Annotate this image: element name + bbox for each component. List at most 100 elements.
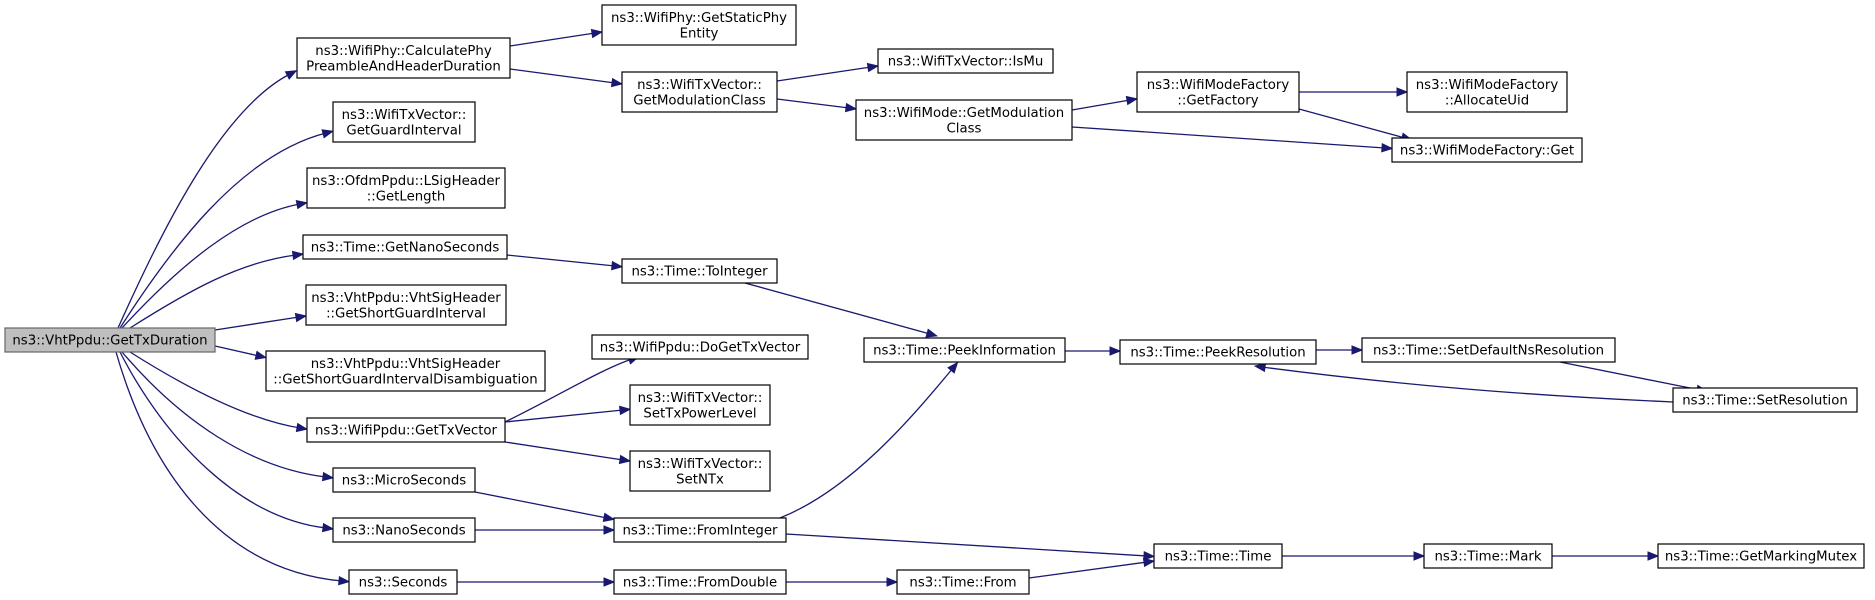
node-ns3-time-frominteger[interactable]: ns3::Time::FromInteger [613, 517, 787, 543]
node-ns3-wifimodefactory-getfactory[interactable]: ns3::WifiModeFactory::GetFactory [1136, 71, 1300, 113]
edge-ns3-vhtppdu-gettxduration-to-ns3-seconds [115, 351, 351, 586]
edge-arrowhead [611, 260, 624, 271]
edge-line [129, 351, 301, 429]
node-ns3-wifitxvector-getmodulationclass[interactable]: ns3::WifiTxVector::GetModulationClass [621, 71, 778, 113]
node-ns3-vhtppdu-gettxduration[interactable]: ns3::VhtPpdu::GetTxDuration [4, 327, 216, 353]
node-ns3-time-peekresolution[interactable]: ns3::Time::PeekResolution [1119, 339, 1317, 365]
edge-ns3-time-time-to-ns3-time-mark [1282, 551, 1426, 561]
node-label: ::GetFactory [1177, 93, 1258, 108]
edge-arrowhead [338, 575, 351, 586]
node-box [332, 467, 476, 493]
nodes-layer: ns3::VhtPpdu::GetTxDuration ns3::WifiPhy:… [4, 4, 1865, 595]
node-ns3-wifitxvector-ismu[interactable]: ns3::WifiTxVector::IsMu [877, 48, 1054, 74]
node-ns3-ofdmppdu-lsigheader-getlength[interactable]: ns3::OfdmPpdu::LSigHeader::GetLength [306, 167, 506, 209]
node-ns3-time-setdefaultnsresolution[interactable]: ns3::Time::SetDefaultNsResolution [1361, 337, 1616, 363]
edge-arrowhead [295, 422, 309, 433]
node-label: Class [947, 121, 982, 136]
node-ns3-time-setresolution[interactable]: ns3::Time::SetResolution [1672, 387, 1858, 413]
node-ns3-time-getmarkingmutex[interactable]: ns3::Time::GetMarkingMutex [1657, 543, 1865, 569]
edge-arrowhead [1647, 551, 1660, 561]
node-ns3-time-mark[interactable]: ns3::Time::Mark [1423, 543, 1553, 569]
node-ns3-time-time[interactable]: ns3::Time::Time [1153, 543, 1283, 569]
node-ns3-seconds[interactable]: ns3::Seconds [348, 569, 458, 595]
edge-arrowhead [619, 405, 632, 416]
node-label: ::GetShortGuardInterval [326, 306, 486, 321]
node-ns3-wifitxvector-getguardinterval[interactable]: ns3::WifiTxVector::GetGuardInterval [332, 101, 476, 143]
node-ns3-nanoseconds[interactable]: ns3::NanoSeconds [332, 517, 476, 543]
node-box [348, 569, 458, 595]
node-label: ns3::Time::GetMarkingMutex [1665, 550, 1857, 565]
node-ns3-time-tointeger[interactable]: ns3::Time::ToInteger [621, 258, 778, 284]
node-ns3-wifippdu-dogettxvector[interactable]: ns3::WifiPpdu::DoGetTxVector [591, 334, 809, 360]
node-label: ns3::WifiModeFactory::Get [1400, 144, 1574, 159]
edge-ns3-vhtppdu-gettxduration-to-ns3-wifitxvector-getguardinterval [119, 129, 335, 329]
edge-arrowhead [1413, 551, 1426, 561]
edge-ns3-nanoseconds-to-ns3-time-frominteger [475, 525, 616, 535]
node-ns3-time-getnanoseconds[interactable]: ns3::Time::GetNanoSeconds [302, 234, 508, 260]
edge-ns3-wifippdu-gettxvector-to-ns3-wifitxvector-settxpowerlevel [504, 405, 632, 423]
edge-line [129, 254, 297, 329]
edge-arrowhead [603, 577, 616, 587]
node-label: ns3::Seconds [359, 576, 448, 591]
node-label: ns3::WifiTxVector:: [637, 78, 762, 93]
node-ns3-microseconds[interactable]: ns3::MicroSeconds [332, 467, 476, 493]
node-box [296, 37, 511, 79]
node-ns3-vhtppdu-vhtsigheader-getshortguardintervaldisambiguation[interactable]: ns3::VhtPpdu::VhtSigHeader::GetShortGuar… [265, 350, 546, 392]
node-label: ns3::WifiTxVector::IsMu [888, 55, 1044, 70]
node-box [613, 569, 787, 595]
node-label: ns3::Time::From [909, 576, 1016, 591]
node-ns3-wifiphy-calculatephypreambleandheaderduration[interactable]: ns3::WifiPhy::CalculatePhyPreambleAndHea… [296, 37, 511, 79]
edge-arrowhead [321, 129, 335, 139]
edge-line [1071, 126, 1386, 149]
edge-ns3-vhtppdu-gettxduration-to-ns3-ofdmppdu-lsigheader-getlength [121, 200, 309, 329]
node-label: ns3::WifiPpdu::DoGetTxVector [600, 341, 801, 356]
node-label: ns3::WifiModeFactory [1416, 78, 1559, 93]
node-box [302, 234, 508, 260]
edge-line [504, 358, 633, 423]
node-box [1391, 137, 1583, 163]
node-ns3-time-peekinformation[interactable]: ns3::Time::PeekInformation [863, 337, 1066, 363]
node-ns3-wifitxvector-settxpowerlevel[interactable]: ns3::WifiTxVector::SetTxPowerLevel [629, 384, 771, 426]
node-label: PreambleAndHeaderDuration [306, 59, 501, 74]
node-ns3-wifitxvector-setntx[interactable]: ns3::WifiTxVector::SetNTx [629, 450, 771, 492]
node-box [1153, 543, 1283, 569]
node-ns3-time-fromdouble[interactable]: ns3::Time::FromDouble [613, 569, 787, 595]
edge-ns3-time-mark-to-ns3-time-getmarkingmutex [1552, 551, 1660, 561]
node-label: ns3::WifiPpdu::GetTxVector [315, 424, 498, 439]
node-label: GetModulationClass [633, 93, 766, 108]
edge-ns3-wifimodefactory-getfactory-to-ns3-wifimodefactory-get [1298, 108, 1414, 142]
node-label: ns3::Time::PeekResolution [1130, 346, 1305, 361]
edge-ns3-vhtppdu-gettxduration-to-ns3-vhtppdu-vhtsigheader-getshortguardintervaldisambiguation [214, 345, 268, 360]
edge-line [214, 316, 300, 331]
node-label: ns3::Time::Time [1165, 550, 1272, 565]
node-ns3-wifimode-getmodulationclass[interactable]: ns3::WifiMode::GetModulationClass [855, 99, 1073, 141]
edge-ns3-wifiphy-calculatephypreambleandheaderduration-to-ns3-wifitxvector-getmodulationclass [509, 68, 624, 88]
node-ns3-vhtppdu-vhtsigheader-getshortguardinterval[interactable]: ns3::VhtPpdu::VhtSigHeader::GetShortGuar… [305, 284, 507, 326]
node-box [855, 99, 1073, 141]
node-label: Entity [680, 26, 719, 41]
edge-arrowhead [618, 454, 632, 465]
node-ns3-wifimodefactory-allocateuid[interactable]: ns3::WifiModeFactory::AllocateUid [1406, 71, 1568, 113]
node-box [305, 284, 507, 326]
node-box [621, 258, 778, 284]
node-ns3-time-from[interactable]: ns3::Time::From [896, 569, 1030, 595]
node-ns3-wifippdu-gettxvector[interactable]: ns3::WifiPpdu::GetTxVector [306, 417, 506, 443]
edge-line [117, 73, 291, 329]
edge-arrowhead [1143, 551, 1156, 561]
edge-ns3-wifimode-getmodulationclass-to-ns3-wifimodefactory-getfactory [1071, 95, 1139, 111]
edge-ns3-time-peekinformation-to-ns3-time-peekresolution [1065, 346, 1122, 356]
node-label: GetGuardInterval [346, 123, 461, 138]
edge-arrowhead [321, 522, 335, 533]
node-box [896, 569, 1030, 595]
edge-ns3-vhtppdu-gettxduration-to-ns3-time-getnanoseconds [129, 250, 305, 329]
edge-arrowhead [1351, 345, 1364, 355]
edge-line [121, 203, 301, 329]
node-ns3-wifimodefactory-get[interactable]: ns3::WifiModeFactory::Get [1391, 137, 1583, 163]
edge-ns3-wifitxvector-getmodulationclass-to-ns3-wifitxvector-ismu [776, 62, 880, 82]
edge-ns3-microseconds-to-ns3-time-frominteger [474, 491, 616, 522]
node-box [1423, 543, 1553, 569]
node-label: ::GetLength [367, 189, 446, 204]
edge-arrowhead [1396, 87, 1409, 97]
